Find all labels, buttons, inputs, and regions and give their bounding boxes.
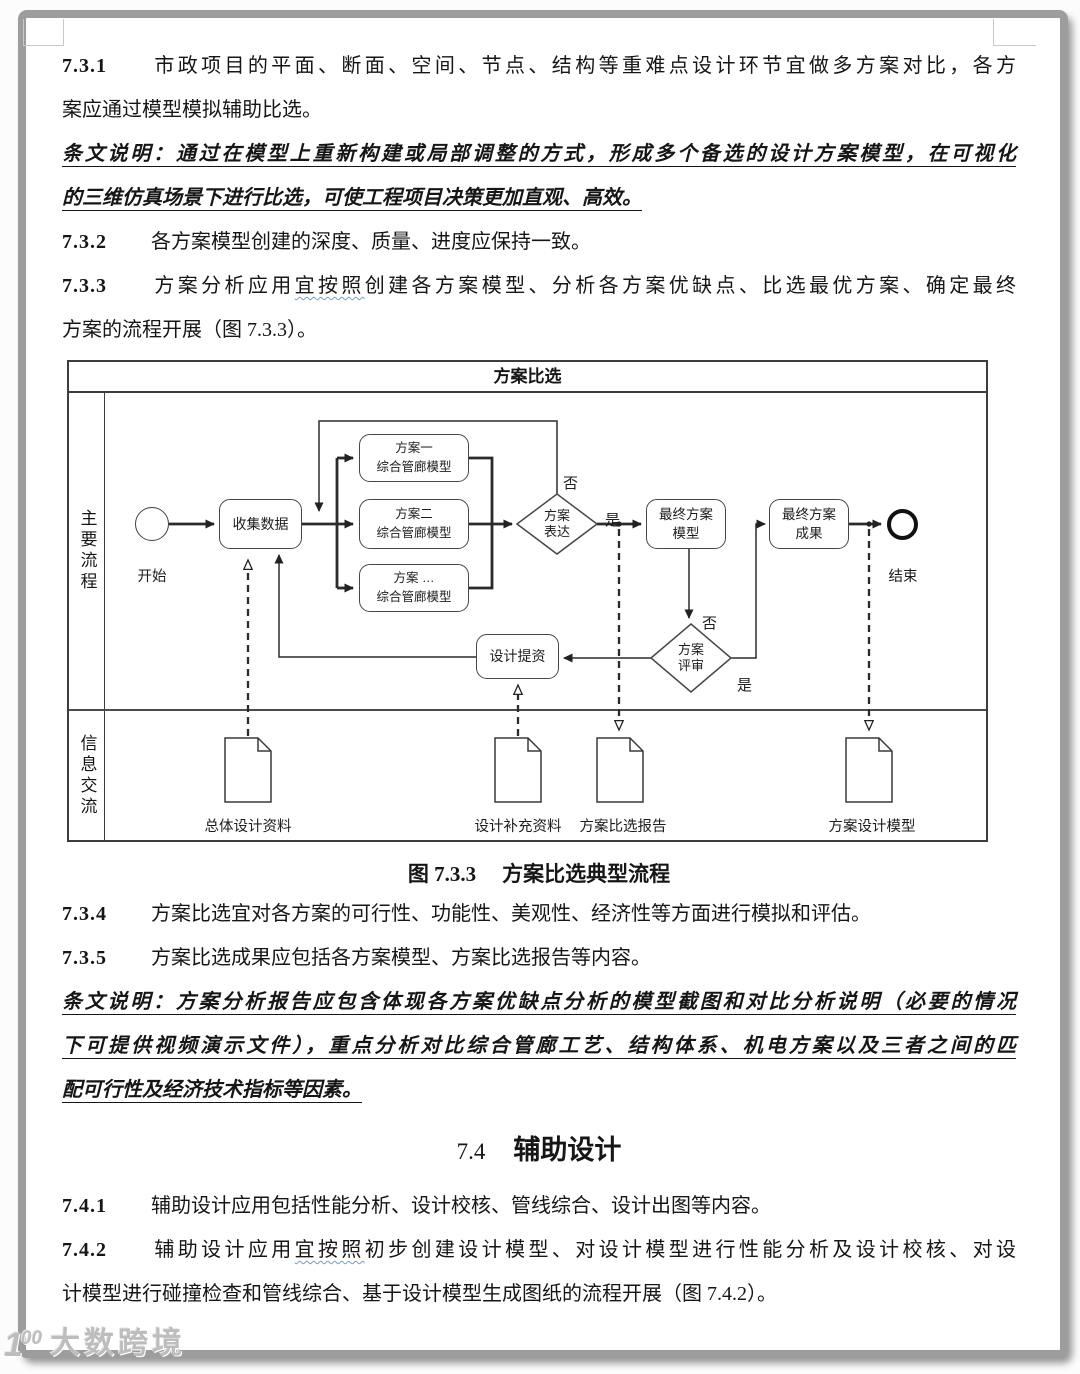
clause-text: 市政项目的平面、断面、空间、节点、结构等重难点设计环节宜做多方案对比，各方 bbox=[151, 55, 1016, 77]
no-label-decision2: 否 bbox=[702, 615, 718, 632]
doc-label-overall-design-data: 总体设计资料 bbox=[204, 819, 292, 835]
yes-label-decision2: 是 bbox=[737, 677, 753, 694]
flowchart-title: 方案比选 bbox=[69, 362, 986, 393]
clause-7-3-5: 7.3.5 方案比选成果应包括各方案模型、方案比选报告等内容。 bbox=[62, 936, 1016, 980]
task-final-scheme-result: 最终方案成果 bbox=[769, 499, 849, 549]
clause-number: 7.4.2 bbox=[62, 1239, 107, 1261]
document-shape-doc1 bbox=[224, 737, 272, 803]
scan-artifact-top-right bbox=[993, 19, 1036, 46]
junction-dot bbox=[616, 521, 622, 527]
commentary-2-line2: 下可提供视频演示文件），重点分析对比综合管廊工艺、结构体系、机电方案以及三者之间… bbox=[62, 1035, 1016, 1057]
task-design-tiqi: 设计提资 bbox=[476, 634, 559, 679]
clause-7-3-3-line2: 方案的流程开展（图 7.3.3）。 bbox=[62, 319, 317, 341]
section-number: 7.4 bbox=[456, 1139, 486, 1164]
task-scheme2-model: 方案二综合管廊模型 bbox=[359, 499, 469, 549]
task-scheme3-model: 方案 …综合管廊模型 bbox=[359, 564, 469, 612]
figure-7-3-3-flowchart: 方案比选 主要流程 信息交流 bbox=[67, 360, 988, 842]
clause-7-4-2-line2: 计模型进行碰撞检查和管线综合、基于设计模型生成图纸的流程开展（图 7.4.2）。 bbox=[62, 1283, 777, 1305]
edge-decision2-yes-to-result bbox=[731, 519, 766, 659]
clause-7-4-1: 7.4.1 辅助设计应用包括性能分析、设计校核、管线综合、设计出图等内容。 bbox=[62, 1184, 1016, 1228]
doc-label-design-supplement: 设计补充资料 bbox=[474, 819, 562, 835]
commentary-1-line1: 条文说明：通过在模型上重新构建或局部调整的方式，形成多个备选的设计方案模型，在可… bbox=[62, 143, 1016, 165]
spellcheck-wavy-text: 宜按照 bbox=[294, 275, 365, 297]
section-title: 辅助设计 bbox=[513, 1135, 622, 1165]
document-fold-doc2 bbox=[527, 738, 541, 752]
figure-number: 图 7.3.3 bbox=[407, 862, 477, 886]
clause-7-3-1-line2: 案应通过模型模拟辅助比选。 bbox=[62, 99, 322, 121]
commentary-2-line1: 条文说明：方案分析报告应包含体现各方案优缺点分析的模型截图和对比分析说明（必要的… bbox=[62, 991, 1016, 1013]
lane-label-column: 主要流程 信息交流 bbox=[69, 393, 105, 840]
start-label: 开始 bbox=[137, 569, 167, 585]
yes-label-decision1: 是 bbox=[605, 512, 621, 529]
document-shape-doc4 bbox=[845, 737, 893, 803]
clause-text: 初步创建设计模型、对设计模型进行性能分析及设计校核、对设 bbox=[364, 1239, 1017, 1261]
clause-number: 7.3.3 bbox=[62, 275, 107, 297]
figure-caption: 图 7.3.3 方案比选典型流程 bbox=[62, 858, 1016, 890]
scan-artifact-top-left bbox=[23, 19, 64, 46]
end-label: 结束 bbox=[888, 569, 918, 585]
task-final-scheme-model: 最终方案模型 bbox=[646, 499, 726, 549]
spellcheck-wavy-text: 宜按照 bbox=[294, 1239, 365, 1261]
clause-number: 7.3.2 bbox=[62, 231, 107, 253]
clause-7-3-2: 7.3.2 各方案模型创建的深度、质量、进度应保持一致。 bbox=[62, 220, 1016, 264]
figure-title: 方案比选典型流程 bbox=[502, 862, 671, 886]
flowchart-connectors bbox=[169, 420, 893, 803]
watermark-text: 大数跨境 bbox=[50, 1327, 187, 1360]
task-collect-data: 收集数据 bbox=[219, 499, 302, 549]
lane-divider bbox=[69, 709, 986, 712]
decision-diamond-expression bbox=[515, 493, 599, 555]
document-fold-doc1 bbox=[257, 738, 271, 752]
document-shape-doc3 bbox=[596, 737, 644, 803]
document-body: 7.3.1 市政项目的平面、断面、空间、节点、结构等重难点设计环节宜做多方案对比，… bbox=[26, 18, 1060, 1316]
clause-7-3-3-line1: 7.3.3 方案分析应用宜按照创建各方案模型、分析各方案优缺点、比选最优方案、确定… bbox=[62, 264, 1016, 308]
clause-text: 辅助设计应用 bbox=[151, 1239, 295, 1261]
clause-text: 方案比选成果应包括各方案模型、方案比选报告等内容。 bbox=[151, 947, 651, 969]
clause-number: 7.3.4 bbox=[62, 903, 107, 925]
watermark: 100 大数跨境 bbox=[4, 1324, 187, 1364]
clause-text: 方案分析应用 bbox=[151, 275, 295, 297]
clause-7-3-1-line1: 7.3.1 市政项目的平面、断面、空间、节点、结构等重难点设计环节宜做多方案对比，… bbox=[62, 44, 1016, 88]
document-fold-doc4 bbox=[878, 738, 892, 752]
clause-number: 7.3.1 bbox=[62, 55, 107, 77]
end-event-circle bbox=[887, 509, 918, 540]
clause-7-4-2-line1: 7.4.2 辅助设计应用宜按照初步创建设计模型、对设计模型进行性能分析及设计校核、… bbox=[62, 1228, 1016, 1272]
document-fold-doc3 bbox=[629, 738, 643, 752]
junction-dot bbox=[866, 521, 872, 527]
lane-information-exchange: 信息交流 bbox=[77, 733, 97, 818]
watermark-logo: 100 bbox=[4, 1326, 43, 1364]
lane-main-process: 主要流程 bbox=[77, 509, 97, 593]
clause-number: 7.3.5 bbox=[62, 947, 107, 969]
section-heading-7-4: 7.4 辅助设计 bbox=[62, 1128, 1016, 1174]
clause-text: 各方案模型创建的深度、质量、进度应保持一致。 bbox=[151, 231, 591, 253]
clause-text: 创建各方案模型、分析各方案优缺点、比选最优方案、确定最终 bbox=[364, 275, 1017, 297]
clause-text: 方案比选宜对各方案的可行性、功能性、美观性、经济性等方面进行模拟和评估。 bbox=[151, 903, 871, 925]
loop-no-back-to-branch bbox=[314, 420, 558, 512]
doc-label-comparison-report: 方案比选报告 bbox=[579, 819, 667, 835]
document-shape-doc2 bbox=[494, 737, 542, 803]
decision-expression-label: 方案表达 bbox=[543, 508, 570, 539]
doc-label-scheme-design-model: 方案设计模型 bbox=[828, 819, 916, 835]
clause-7-3-4: 7.3.4 方案比选宜对各方案的可行性、功能性、美观性、经济性等方面进行模拟和评估… bbox=[62, 892, 1016, 936]
commentary-1-line2: 的三维仿真场景下进行比选，可使工程项目决策更加直观、高效。 bbox=[62, 187, 642, 209]
clause-number: 7.4.1 bbox=[62, 1195, 107, 1217]
edge-tiqi-back-to-collect bbox=[274, 554, 476, 658]
start-event-circle bbox=[135, 507, 169, 541]
decision-review-label: 方案评审 bbox=[677, 642, 704, 673]
commentary-2-line3: 配可行性及经济技术指标等因素。 bbox=[62, 1079, 362, 1101]
clause-text: 辅助设计应用包括性能分析、设计校核、管线综合、设计出图等内容。 bbox=[151, 1195, 771, 1217]
no-label-decision1: 否 bbox=[563, 475, 579, 492]
task-scheme1-model: 方案一综合管廊模型 bbox=[359, 434, 469, 482]
decision-diamond-review bbox=[649, 623, 733, 693]
